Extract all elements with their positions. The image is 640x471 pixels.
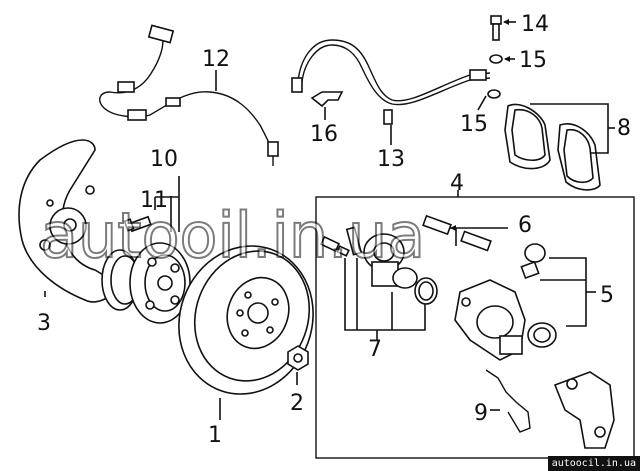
callout-13: 13 — [377, 147, 405, 172]
sealing-washer-lower-part — [487, 89, 501, 99]
caliper-kit-frame — [315, 196, 635, 459]
wheel-hub-part — [101, 242, 191, 324]
callout-12: 12 — [202, 47, 230, 72]
callout-2: 2 — [290, 391, 304, 416]
arrow-6-icon — [450, 225, 456, 231]
callout-8: 8 — [617, 116, 631, 141]
callout-9: 9 — [474, 401, 488, 426]
piston-seal-part — [414, 277, 438, 305]
slide-pin-part — [422, 214, 492, 252]
arrow-14-icon — [503, 19, 509, 25]
abs-sensor-part — [99, 24, 279, 166]
anti-rattle-spring-part — [485, 369, 531, 433]
caliper-piston-boot-part — [363, 233, 418, 289]
brake-pads-part — [504, 103, 601, 191]
callout-7: 7 — [368, 337, 382, 362]
callout-11: 11 — [140, 188, 168, 213]
caliper-body-part — [454, 279, 526, 361]
callout-6: 6 — [518, 213, 532, 238]
callout-15-lower: 15 — [460, 112, 488, 137]
brake-disc-part — [178, 245, 314, 395]
dust-shield-part — [18, 139, 122, 303]
callout-14: 14 — [521, 12, 549, 37]
watermark-text: autooil.in.ua — [40, 199, 425, 272]
hub-bolt-part — [123, 215, 152, 233]
callout-10: 10 — [150, 147, 178, 172]
banjo-bolt-part — [490, 15, 502, 41]
hub-nut-part — [287, 345, 309, 371]
caliper-bracket-part — [553, 371, 615, 449]
callout-1: 1 — [208, 423, 222, 448]
guide-pins-part — [319, 226, 363, 257]
hose-clip-part — [310, 91, 344, 108]
bleeder-and-boots-part — [520, 243, 557, 348]
brake-hose-part — [291, 39, 491, 125]
callout-16: 16 — [310, 122, 338, 147]
arrow-15-icon — [504, 56, 510, 62]
callout-5: 5 — [600, 283, 614, 308]
callout-15-upper: 15 — [519, 48, 547, 73]
footer-badge: autoocil.in.ua — [547, 456, 640, 471]
callout-4: 4 — [450, 171, 464, 196]
callout-3: 3 — [37, 311, 51, 336]
sealing-washer-upper-part — [489, 54, 503, 64]
